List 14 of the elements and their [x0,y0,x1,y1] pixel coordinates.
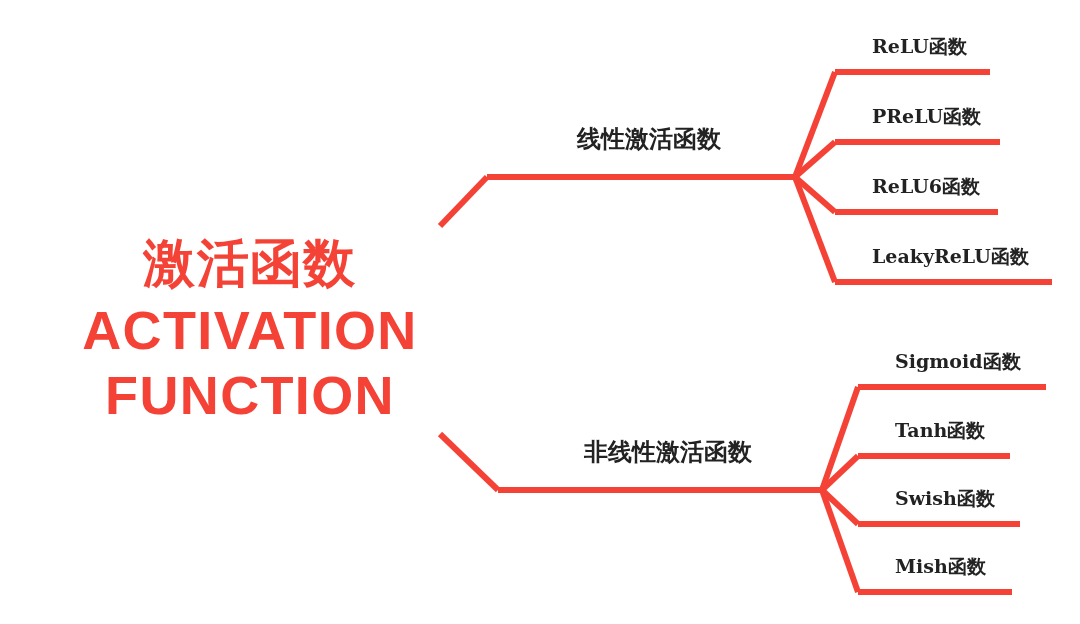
mind-map-title: ACTIVATION FUNCTION [81,299,419,428]
leaf-topic: LeakyReLU函数 [835,242,1052,285]
leaf-topic: ReLU6函数 [835,172,998,215]
branch-topic: 非线性激活函数 [498,434,822,493]
branch-line [437,431,501,493]
leaf-topic: Tanh函数 [858,416,1010,459]
branch-line [437,174,490,229]
branch-topic: 线性激活函数 [487,121,795,180]
mind-map-title: 激活函数 [143,233,357,294]
leaf-topic: PReLU函数 [835,102,1000,145]
leaf-topic: ReLU函数 [835,32,990,75]
leaf-topic: Swish函数 [858,484,1020,527]
leaf-topic: Sigmoid函数 [858,347,1046,390]
leaf-topic: Mish函数 [858,552,1012,595]
